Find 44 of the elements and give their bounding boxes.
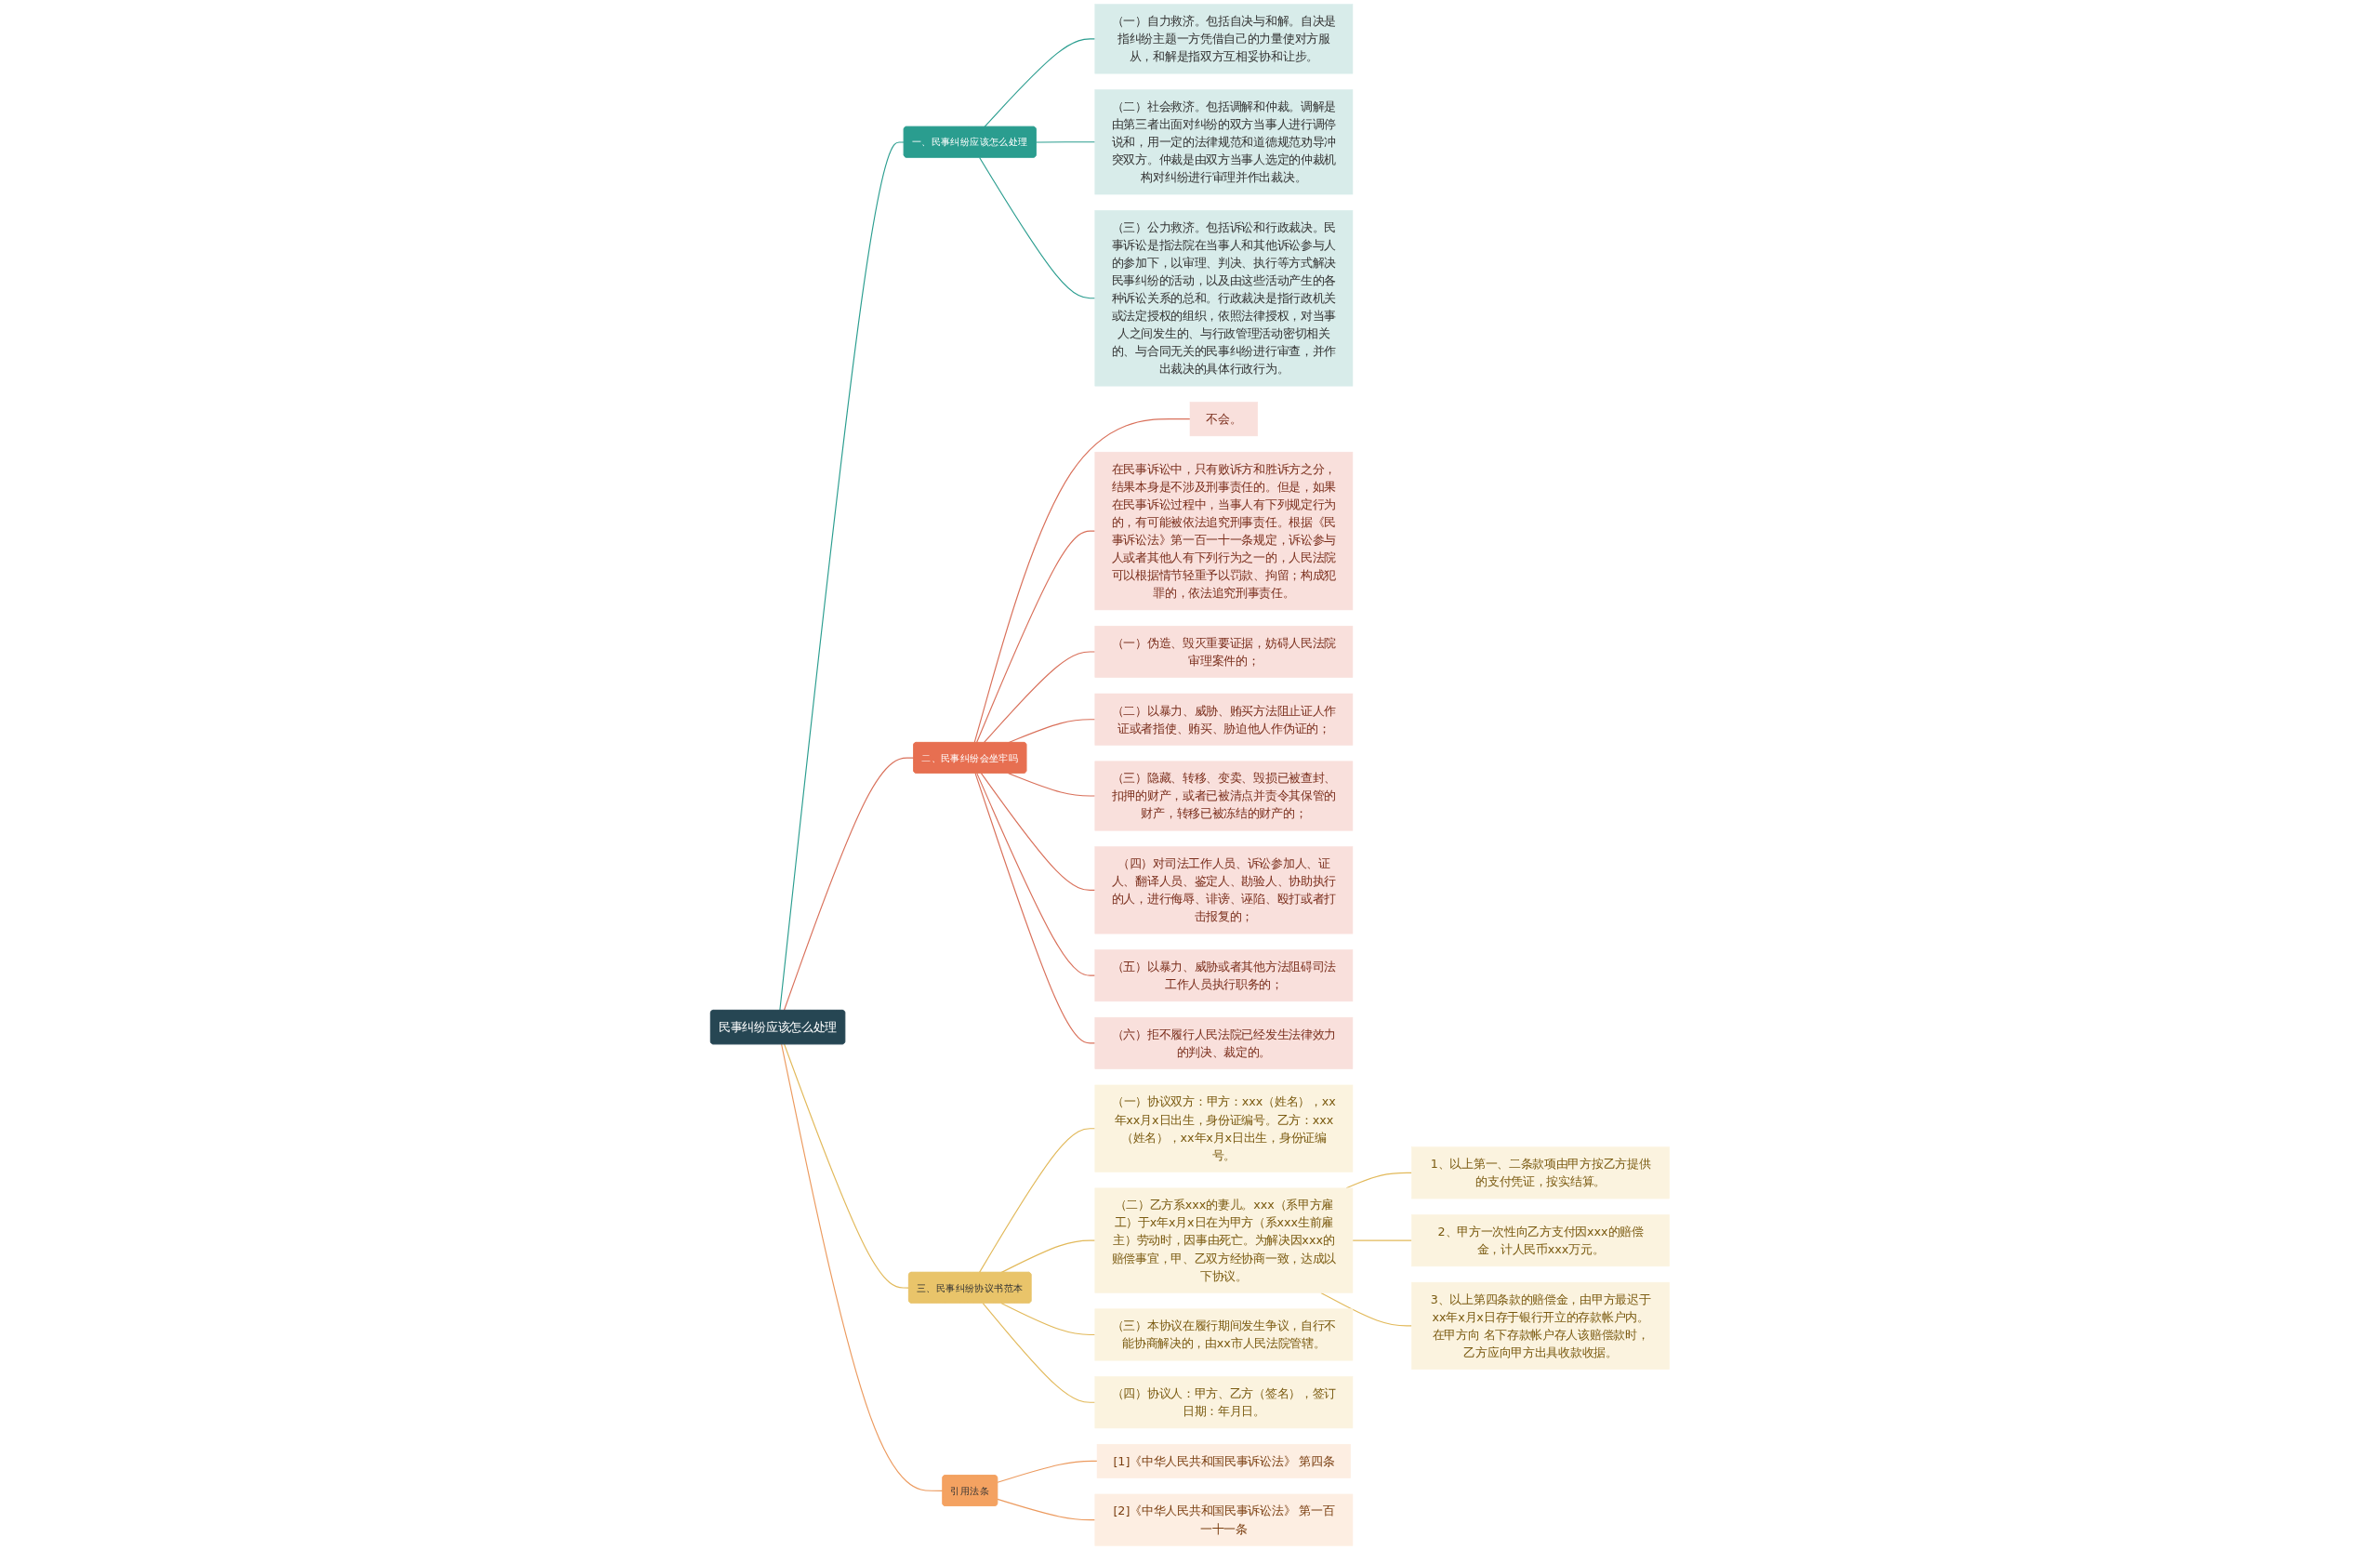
node-box: （六）拒不履行人民法院已经发生法律效力的判决、裁定的。 [1094,1016,1354,1069]
node-box: （一）伪造、毁灭重要证据，妨碍人民法院审理案件的； [1094,626,1354,678]
node-box: 3、以上第四条款的赔偿金，由甲方最迟于xx年x月x日存于银行开立的存款帐户内。在甲方向 名下存款帐户存人该赔偿款时，乙方应向甲方出具收款收据。 [1411,1281,1670,1370]
connector [1008,719,1096,744]
node-box: （一）协议双方：甲方：xxx（姓名），xx年xx月x日出生，身份证编号。乙方：xxx（姓名），xx年x月x日出生，身份证编号。 [1094,1084,1354,1172]
connector [781,1043,944,1491]
connector [980,773,1096,891]
connector [975,530,1096,744]
node-box: 2、甲方一次性向乙方支付因xxx的赔偿金，计人民币xxx万元。 [1411,1214,1670,1267]
node-box: 在民事诉讼中，只有败诉方和胜诉方之分，结果本身是不涉及刑事责任的。但是，如果在民事诉讼过程中，当事人有下列规定行为的，有可能被依法追究刑事责任。根据《民事诉讼法》第一百一十一条规定，诉讼参与人或者其他人有下列行为之一的，人民法院可以根据情节轻重予以罚款、拘留；构成犯罪的，依法追究刑事责任。 [1094,451,1354,611]
node-box: 1、以上第一、二条款项由甲方按乙方提供的支付凭证，按实结算。 [1411,1146,1670,1199]
node-box: （三）本协议在履行期间发生争议，自行不能协商解决的，由xx市人民法院管辖。 [1094,1308,1354,1361]
node-box: [1]《中华人民共和国民事诉讼法》 第四条 [1096,1443,1351,1478]
connector [784,1043,910,1289]
node-box: （三）隐藏、转移、变卖、毁损已被查封、扣押的财产，或者已被清点并责令其保管的财产，转移已被冻结的财产的； [1094,761,1354,831]
node-box: （一）自力救济。包括自决与和解。自决是指纠纷主题一方凭借自己的力量使对方服从，和解是指双方互相妥协和让步。 [1094,4,1354,74]
node-box: （二）以暴力、威胁、贿买方法阻止证人作证或者指使、贿买、胁迫他人作伪证的； [1094,693,1354,746]
node-box: （五）以暴力、威胁或者其他方法阻碍司法工作人员执行职务的； [1094,949,1354,1002]
connector [1352,1239,1413,1241]
connector [983,651,1096,744]
node-box: 不会。 [1189,402,1259,437]
connector [779,141,906,1012]
node-box: （二）乙方系xxx的妻儿。xxx（系甲方雇工）于x年x月x日在为甲方（系xxx生前雇主）劳动时，因事由死亡。为解决因xxx的赔偿事宜，甲、乙双方经协商一致，达成以下协议。 [1094,1187,1354,1293]
connector [979,156,1096,299]
connector [976,773,1096,976]
node-box: （四）对司法工作人员、诉讼参加人、证人、翻译人员、鉴定人、勘验人、协助执行的人，进行侮辱、诽谤、诬陷、殴打或者打击报复的； [1094,846,1354,934]
connector [1000,1239,1096,1274]
node-box: （三）公力救济。包括诉讼和行政裁决。民事诉讼是指法院在当事人和其他诉讼参与人的参加下，以审理、判决、执行等方式解决民事纠纷的活动，以及由这些活动产生的各种诉讼关系的总和。行政裁决是指行政机关或法定授权的组织，依照法律授权，对当事人之间发生的、与行政管理活动密切相关的、与合同无关的民事纠纷进行审查，并作出裁决的具体行政行为。 [1094,210,1354,387]
connector [997,1498,1096,1521]
node-box: [2]《中华人民共和国民事诉讼法》 第一百一十一条 [1094,1493,1354,1546]
connector [984,38,1096,128]
connector [1320,1292,1413,1327]
connector [973,418,1191,744]
connector [1345,1172,1413,1189]
node-box: （二）社会救济。包括调解和仲裁。调解是由第三者出面对纠纷的双方当事人进行调停说和，用一定的法律规范和道德规范劝导冲突双方。仲裁是由双方当事人选定的仲裁机构对纠纷进行审理并作出裁决。 [1094,89,1354,195]
connector [974,773,1096,1044]
connector [982,1302,1096,1403]
node-box: （四）协议人：甲方、乙方（签名），签订日期：年月日。 [1094,1376,1354,1429]
connector [978,1128,1096,1274]
connector [783,757,915,1012]
connector [1036,141,1096,143]
connector [1008,773,1096,797]
connector [997,1460,1098,1483]
connector [1000,1302,1096,1336]
